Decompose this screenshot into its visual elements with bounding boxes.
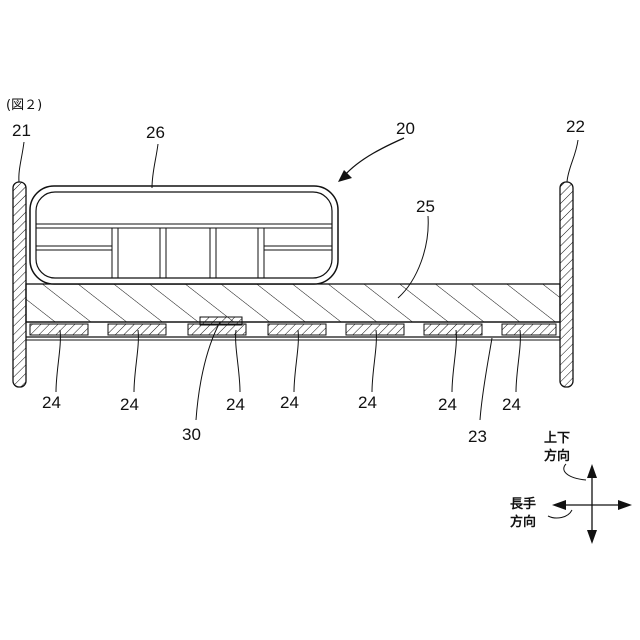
label-24-c: 24 <box>226 395 245 414</box>
right-side-wall <box>560 182 573 387</box>
pads-group <box>30 324 556 335</box>
direction-indicator: 上下 方向 長手 方向 <box>510 431 632 544</box>
pad <box>30 324 88 335</box>
longitudinal-label-leader <box>548 510 572 518</box>
base-plate <box>26 284 560 322</box>
arrowhead-20 <box>338 170 352 182</box>
leader-24-c <box>236 330 240 392</box>
left-side-wall <box>13 182 26 387</box>
leader-24-f <box>452 330 456 392</box>
vertical-direction-label-line2: 方向 <box>544 448 570 464</box>
pad <box>502 324 556 335</box>
label-23: 23 <box>468 427 487 446</box>
leader-24-b <box>134 330 138 392</box>
label-26: 26 <box>146 123 165 142</box>
down-arrowhead <box>587 530 597 544</box>
label-20: 20 <box>396 119 415 138</box>
label-24-f: 24 <box>438 395 457 414</box>
up-arrowhead <box>587 464 597 478</box>
leader-24-e <box>372 330 376 392</box>
label-25: 25 <box>416 197 435 216</box>
label-24-e: 24 <box>358 393 377 412</box>
leader-24-d <box>294 330 298 392</box>
label-22: 22 <box>566 117 585 136</box>
leader-20 <box>344 138 404 176</box>
label-24-b: 24 <box>120 395 139 414</box>
leader-24-g <box>516 330 520 392</box>
leader-22 <box>567 140 578 182</box>
leader-21 <box>19 142 24 182</box>
figure-caption: (図２) <box>6 98 42 113</box>
pad <box>346 324 404 335</box>
vertical-label-leader <box>564 464 586 480</box>
vertical-direction-label-line1: 上下 <box>544 431 570 446</box>
label-21: 21 <box>12 121 31 140</box>
pad <box>188 324 246 335</box>
leader-23 <box>480 338 492 420</box>
leader-24-a <box>56 330 60 392</box>
pad <box>268 324 326 335</box>
longitudinal-direction-label-line1: 長手 <box>510 496 536 512</box>
sensor-element <box>200 317 242 325</box>
right-arrowhead <box>618 500 632 510</box>
pad <box>108 324 166 335</box>
cushion <box>30 186 338 284</box>
label-24-a: 24 <box>42 393 61 412</box>
left-arrowhead <box>552 500 566 510</box>
label-30: 30 <box>182 425 201 444</box>
leader-26 <box>152 144 158 188</box>
pad <box>424 324 482 335</box>
cushion-outer <box>30 186 338 284</box>
longitudinal-direction-label-line2: 方向 <box>510 514 536 530</box>
label-24-g: 24 <box>502 395 521 414</box>
label-24-d: 24 <box>280 393 299 412</box>
